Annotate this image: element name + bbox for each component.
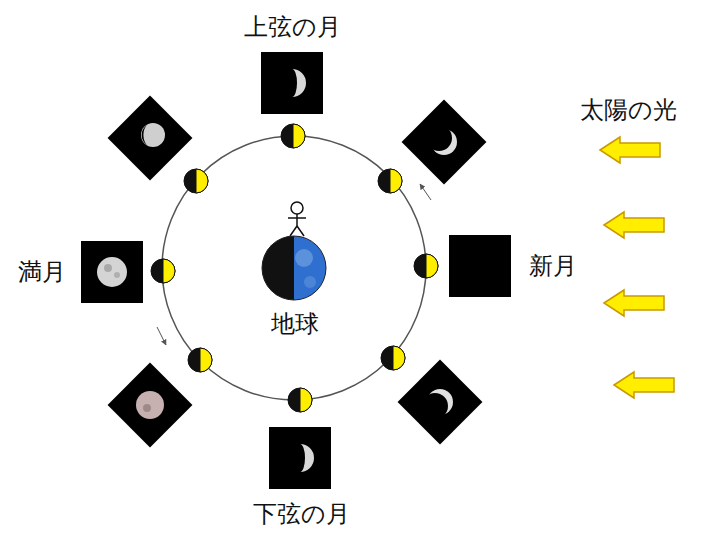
orbit-arrow (157, 327, 166, 345)
orbit-arrow (420, 184, 431, 200)
phase-label: 満月 (18, 259, 66, 285)
sunlight-arrows (600, 137, 674, 398)
observer-figure (288, 202, 306, 236)
phase-label: 太陽の光 (580, 97, 677, 123)
phase-label: 地球 (271, 311, 319, 337)
moon-photos (81, 52, 511, 489)
orbit (162, 136, 426, 400)
phase-label: 新月 (529, 253, 577, 279)
earth (262, 236, 326, 300)
orbit-moons (151, 124, 438, 412)
phase-label: 上弦の月 (244, 14, 341, 40)
phase-label: 下弦の月 (253, 501, 350, 527)
